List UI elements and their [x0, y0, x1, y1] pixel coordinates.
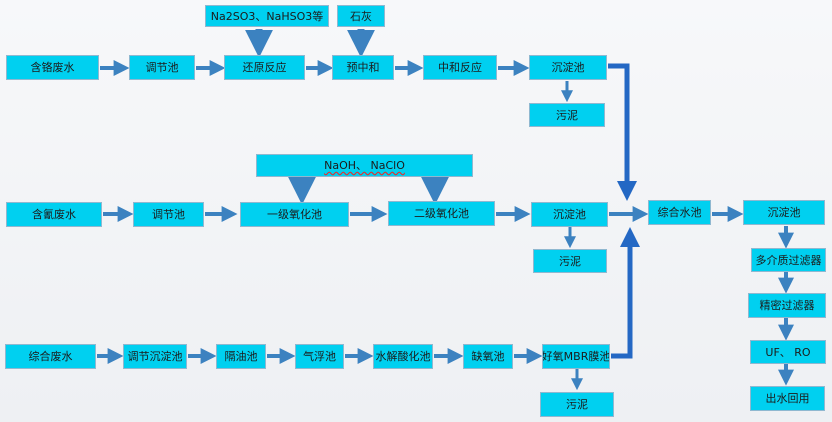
air-flotation-tank-box: 气浮池 — [295, 344, 344, 369]
reagent-a-box: Na2SO3、NaHSO3等 — [205, 5, 329, 27]
comprehensive-wastewater-label: 综合废水 — [28, 350, 73, 363]
reagent-a-label: Na2SO3、NaHSO3等 — [210, 9, 324, 23]
multimedia-filter-box: 多介质过滤器 — [751, 248, 826, 272]
row2-equalization-tank-box: 调节池 — [133, 202, 204, 227]
row2-equalization-tank-label: 调节池 — [152, 208, 185, 221]
reagent-b-box: 石灰 — [337, 5, 385, 27]
comprehensive-water-tank-label: 综合水池 — [657, 206, 702, 219]
secondary-oxidation-tank-label: 二级氧化池 — [414, 207, 469, 220]
aerobic-mbr-tank-label: 好氧MBR膜池 — [542, 350, 610, 363]
row1-sedimentation-tank-label: 沉淀池 — [551, 61, 585, 74]
cyanide-wastewater-label: 含氰废水 — [32, 208, 76, 221]
primary-oxidation-tank-label: 一级氧化池 — [267, 208, 322, 221]
effluent-reuse-label: 出水回用 — [765, 392, 810, 405]
multimedia-filter-label: 多介质过滤器 — [755, 253, 822, 267]
oil-separation-tank-label: 隔油池 — [224, 350, 258, 363]
final-sedimentation-tank-label: 沉淀池 — [767, 206, 801, 219]
reduction-reaction-label: 还原反应 — [242, 61, 287, 74]
reagent-c-label: NaOH、 NaClO — [324, 159, 405, 172]
final-sedimentation-tank-box: 沉淀池 — [743, 200, 825, 225]
row2-sedimentation-tank-box: 沉淀池 — [531, 202, 608, 227]
row1-sludge-label: 污泥 — [556, 108, 578, 122]
aerobic-mbr-tank-box: 好氧MBR膜池 — [542, 344, 610, 369]
comprehensive-water-tank-box: 综合水池 — [648, 200, 711, 225]
anoxic-tank-box: 缺氧池 — [463, 344, 513, 369]
chromium-wastewater-box: 含铬废水 — [6, 55, 99, 80]
row1-equalization-tank-label: 调节池 — [145, 61, 179, 74]
precision-filter-label: 精密过滤器 — [759, 299, 815, 312]
reagent-b-label: 石灰 — [350, 9, 372, 23]
neutralization-reaction-label: 中和反应 — [438, 61, 482, 74]
neutralization-reaction-box: 中和反应 — [423, 55, 497, 80]
row3-sludge-label: 污泥 — [566, 398, 588, 411]
row1-sludge-box: 污泥 — [529, 103, 605, 127]
uf-ro-label: UF、 RO — [765, 345, 811, 359]
arrow-merge-row3 — [611, 226, 640, 359]
row2-sedimentation-tank-label: 沉淀池 — [553, 208, 586, 221]
pre-neutralization-box: 预中和 — [332, 55, 394, 80]
uf-ro-box: UF、 RO — [750, 340, 826, 364]
anoxic-tank-label: 缺氧池 — [471, 350, 505, 363]
chromium-wastewater-label: 含铬废水 — [30, 61, 75, 74]
arrow-merge-row1 — [608, 63, 637, 202]
effluent-reuse-box: 出水回用 — [750, 386, 825, 411]
primary-oxidation-tank-box: 一级氧化池 — [240, 202, 349, 227]
secondary-oxidation-tank-box: 二级氧化池 — [388, 201, 495, 226]
pre-neutralization-label: 预中和 — [346, 61, 380, 74]
hydrolysis-acidification-tank-label: 水解酸化池 — [375, 350, 431, 363]
cyanide-wastewater-box: 含氰废水 — [6, 202, 102, 227]
row1-sedimentation-tank-box: 沉淀池 — [529, 55, 607, 80]
row3-sludge-box: 污泥 — [540, 392, 614, 417]
precision-filter-box: 精密过滤器 — [748, 293, 826, 318]
row1-equalization-tank-box: 调节池 — [129, 55, 195, 80]
row2-sludge-label: 污泥 — [559, 254, 581, 268]
row2-sludge-box: 污泥 — [533, 249, 607, 273]
reagent-c-box: NaOH、 NaClO — [256, 154, 473, 177]
air-flotation-tank-label: 气浮池 — [303, 350, 336, 363]
equalization-sedimentation-tank-box: 调节沉淀池 — [123, 344, 187, 369]
comprehensive-wastewater-box: 综合废水 — [5, 344, 96, 369]
oil-separation-tank-box: 隔油池 — [216, 344, 266, 369]
reduction-reaction-box: 还原反应 — [224, 55, 305, 80]
hydrolysis-acidification-tank-box: 水解酸化池 — [373, 344, 433, 369]
equalization-sedimentation-tank-label: 调节沉淀池 — [127, 350, 183, 363]
